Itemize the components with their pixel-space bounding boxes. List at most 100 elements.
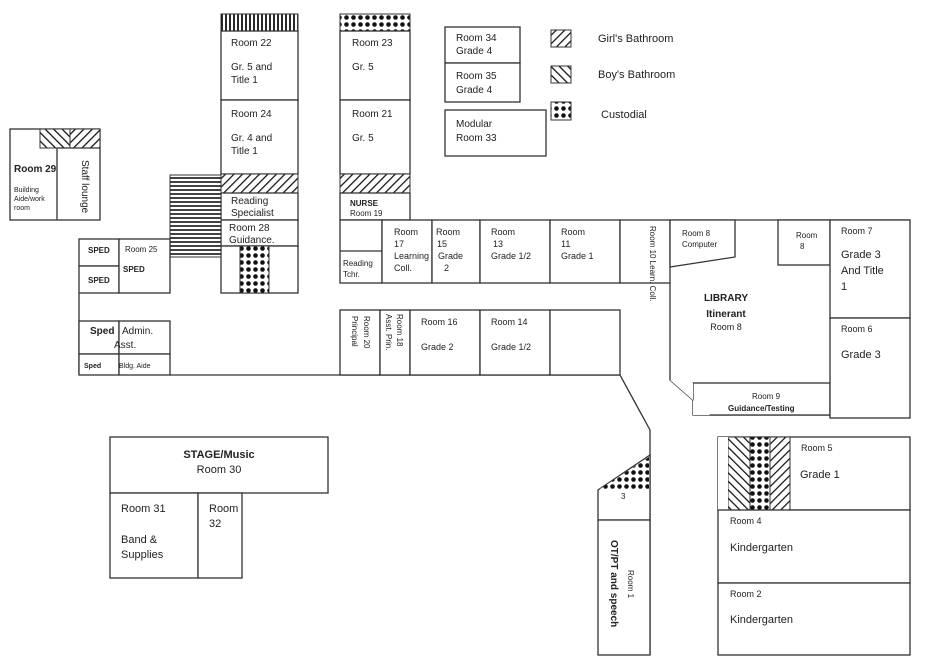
room-17-desc: Learning: [394, 251, 429, 261]
room-32: [197, 492, 243, 579]
sped-office: [78, 320, 120, 355]
custodial-closet: [600, 457, 649, 489]
girls-bathroom: [220, 173, 299, 194]
admin-label: Admin.: [122, 326, 153, 337]
room-22-label: Room 22: [231, 38, 272, 49]
room-6-grade: Grade 3: [841, 349, 881, 361]
library-itinerant: Itinerant: [706, 309, 746, 320]
room-24-label: Room 24: [231, 109, 272, 120]
stage-room: Room 30: [197, 464, 242, 476]
room-20: [339, 309, 381, 376]
reading-specialist-label2: Specialist: [231, 208, 274, 219]
reading-teacher-label2: Tchr.: [343, 270, 360, 279]
room-29-desc1: Building: [14, 187, 39, 194]
custodial-closet: [749, 436, 771, 511]
room-24-desc2: Title 1: [231, 146, 258, 157]
room-7-label: Room 7: [841, 226, 873, 236]
room-13: [479, 219, 551, 284]
room-17-number: 17: [394, 239, 404, 249]
room-1-label: Room 1: [626, 570, 635, 599]
room-16-grade: Grade 2: [421, 342, 454, 352]
room-7-desc: And Title: [841, 265, 884, 277]
room-25: [118, 238, 171, 294]
room-9-label: Room 9: [752, 392, 781, 401]
room-35: [444, 62, 521, 103]
room-13-label: Room: [491, 227, 515, 237]
room-8-small-label: Room: [796, 231, 818, 240]
room-25-sped: SPED: [123, 265, 145, 274]
room-14: [479, 309, 551, 376]
unlabeled-room: [549, 309, 621, 376]
sped-label: SPED: [88, 276, 110, 285]
room-6-label: Room 6: [841, 324, 873, 334]
room-3-label: 3: [621, 492, 626, 501]
room-31-label: Room 31: [121, 503, 166, 515]
room-8-computer-label: Computer: [682, 240, 717, 249]
room-22-desc: Gr. 5 and: [231, 62, 272, 73]
stairs: [169, 174, 222, 258]
room-21-label: Room 21: [352, 109, 393, 120]
room-8-small-number: 8: [800, 242, 805, 251]
room-11-grade: Grade 1: [561, 251, 594, 261]
room-6: [829, 317, 911, 419]
room-14-grade: Grade 1/2: [491, 342, 531, 352]
room-1: [597, 519, 651, 656]
room-7-desc2: 1: [841, 281, 847, 293]
admin-label2: Asst.: [114, 340, 136, 351]
room-35-label: Room 35: [456, 71, 497, 82]
legend-girls: Girl's Bathroom: [598, 33, 673, 45]
room-31: [109, 492, 199, 579]
nurse-room-19: [339, 192, 411, 221]
reading-specialist-label: Reading: [231, 196, 268, 207]
room-33-number: Room 33: [456, 133, 497, 144]
room-4: [717, 509, 911, 584]
room-21-grade: Gr. 5: [352, 133, 374, 144]
sped-label: SPED: [88, 246, 110, 255]
room-35-grade: Grade 4: [456, 85, 493, 96]
boys-bathroom: [727, 436, 751, 511]
nurse-label: NURSE: [350, 199, 379, 208]
girls-bathroom: [220, 13, 299, 32]
room-20-label: Room 20: [362, 316, 371, 349]
room-29-desc2: Aide/work: [14, 196, 45, 203]
room-22-desc2: Title 1: [231, 75, 258, 86]
room-23: [339, 30, 411, 101]
stage-room-30: [109, 436, 329, 494]
room-5-label: Room 5: [801, 443, 833, 453]
room-16-label: Room 16: [421, 317, 458, 327]
girls-bathroom-swatch: [550, 29, 572, 48]
room-20-desc: Principal: [350, 316, 359, 347]
library-room: Room 8: [710, 322, 742, 332]
room-9-desc: Guidance/Testing: [728, 404, 795, 413]
room-13-number: 13: [493, 239, 503, 249]
room-34-label: Room 34: [456, 33, 497, 44]
room-4-grade: Kindergarten: [730, 542, 793, 554]
admin-asst-office: [118, 320, 171, 355]
room-10-label: Room 10 Learn. Coll.: [648, 226, 657, 302]
nurse-room: Room 19: [350, 209, 383, 218]
room-15-number: 15: [437, 239, 447, 249]
room-11: [549, 219, 621, 284]
bldg-aide-office: [118, 353, 171, 376]
room-34: [444, 26, 521, 64]
room-13-grade: Grade 1/2: [491, 251, 531, 261]
room-18: [379, 309, 411, 376]
room-29-label: Room 29: [14, 164, 57, 175]
girls-bathroom: [769, 436, 791, 511]
room-28-label: Room 28: [229, 223, 270, 234]
girls-bathroom: [69, 128, 101, 149]
boys-bathroom: [39, 128, 71, 149]
stage-label: STAGE/Music: [183, 449, 254, 461]
legend-custodial: Custodial: [601, 109, 647, 121]
room-24-desc: Gr. 4 and: [231, 133, 272, 144]
room-15-grade2: 2: [444, 263, 449, 273]
bldg-aide-label: Bldg. Aide: [119, 363, 151, 370]
room-16: [409, 309, 481, 376]
room-28-desc: Guidance.: [229, 235, 275, 246]
room-11-number: 11: [561, 239, 570, 249]
room-8-label: Room 8: [682, 229, 711, 238]
room-10: [619, 219, 671, 284]
room-25-label: Room 25: [125, 245, 158, 254]
room-32-number: 32: [209, 518, 221, 530]
custodial-swatch: [550, 101, 572, 121]
